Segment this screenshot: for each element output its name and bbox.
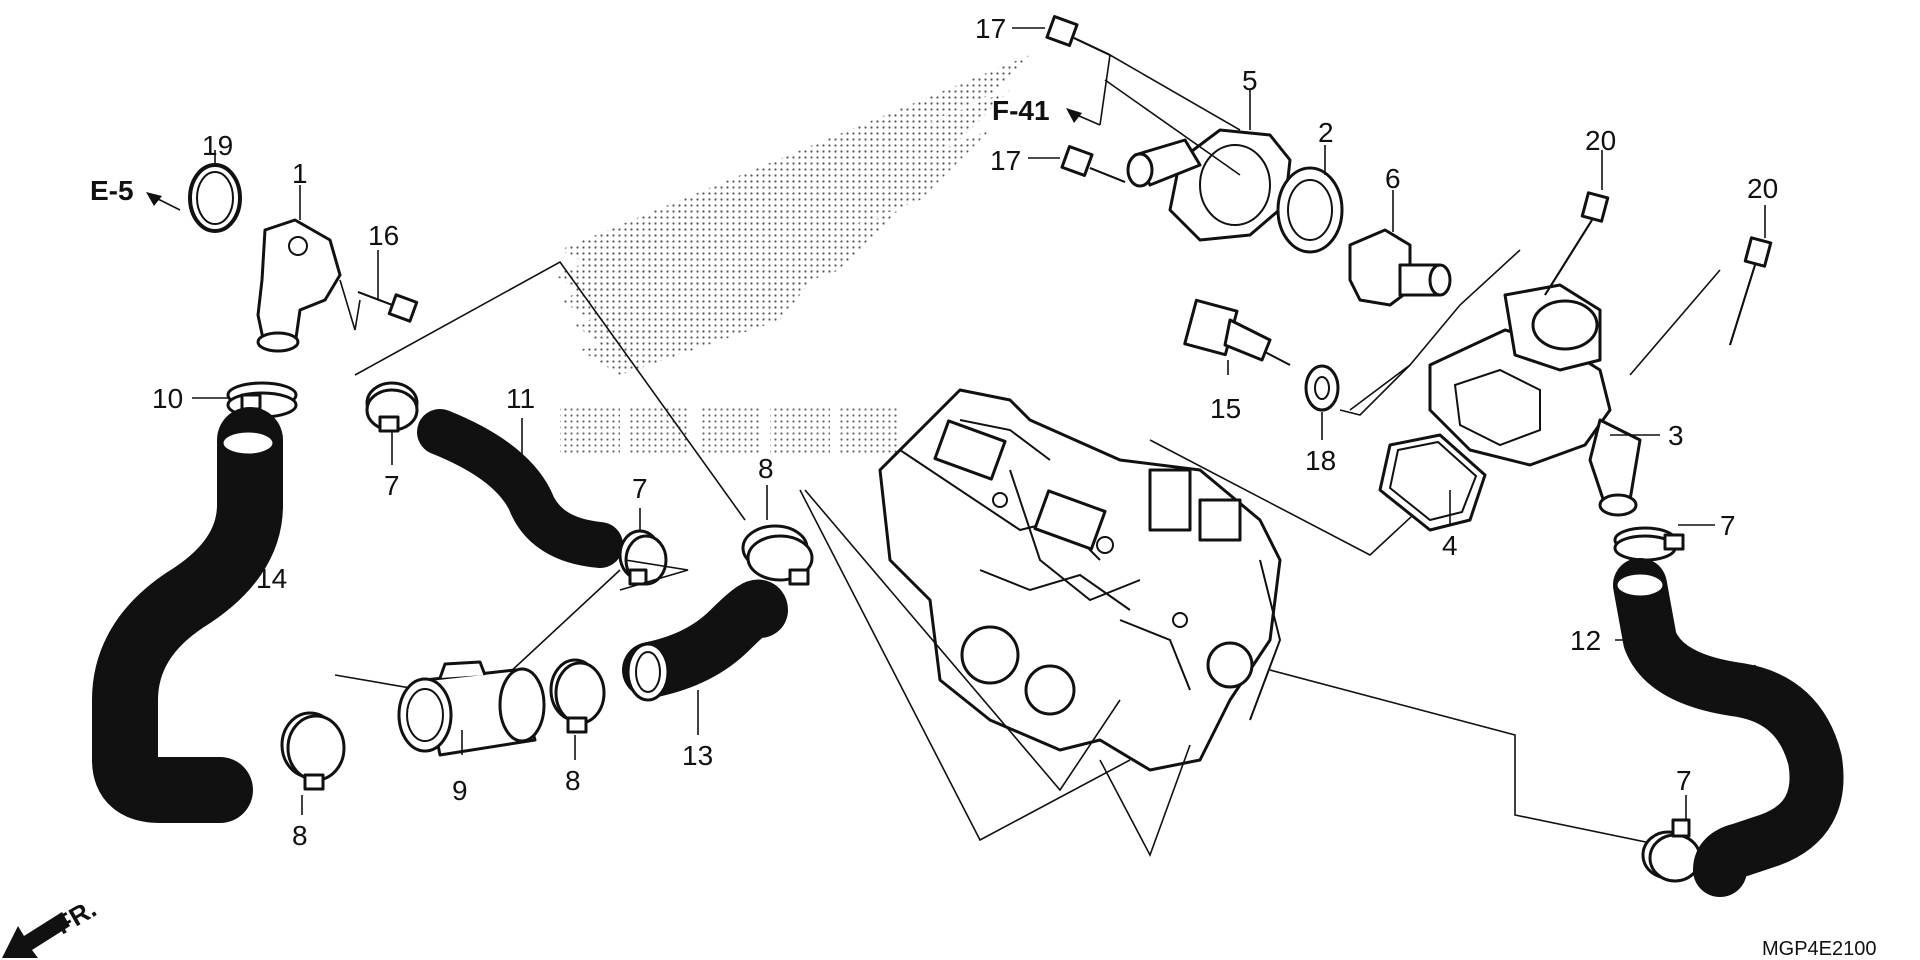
water-pipe-joint — [256, 218, 342, 353]
callout-5: 5 — [1242, 65, 1258, 96]
sealing-washer — [1304, 364, 1340, 412]
callout-11: 11 — [506, 383, 535, 414]
callout-8b: 8 — [292, 820, 308, 851]
callout-20a: 20 — [1585, 125, 1616, 156]
water-pipe-9 — [397, 660, 546, 757]
callout-13: 13 — [682, 740, 713, 771]
temperature-sensor — [1183, 298, 1291, 366]
water-hose-13 — [622, 579, 788, 702]
diagram-code: MGP4E2100 — [1762, 938, 1877, 960]
callout-10: 10 — [152, 383, 183, 414]
callout-9: 9 — [452, 775, 468, 806]
hose-clamp-7c — [1613, 526, 1685, 562]
callout-7c: 7 — [1720, 510, 1736, 541]
reference-arrow-e5 — [146, 192, 181, 211]
bolt-20a — [1544, 191, 1610, 296]
bolt-20b — [1729, 236, 1773, 346]
callout-19: 19 — [202, 130, 233, 161]
water-hose-12 — [1613, 558, 1844, 897]
housing-gasket — [1378, 433, 1487, 532]
callout-8c: 8 — [565, 765, 581, 796]
callout-7d: 7 — [1676, 765, 1692, 796]
thermostat-housing — [1428, 283, 1642, 517]
callout-12: 12 — [1570, 625, 1601, 656]
thermostat-cover — [1126, 128, 1292, 242]
bolt-16 — [357, 291, 419, 323]
callout-2: 2 — [1318, 117, 1334, 148]
reference-label-f41: F-41 — [992, 95, 1050, 126]
callout-16: 16 — [368, 220, 399, 251]
honda-wordmark-watermark — [560, 405, 900, 455]
callout-15: 15 — [1210, 393, 1241, 424]
hose-clamp-7a — [365, 381, 419, 433]
reference-arrow-f41 — [1066, 54, 1111, 126]
water-hose-14 — [92, 407, 283, 823]
callout-14: 14 — [256, 563, 287, 594]
bolt-17a — [1045, 15, 1111, 56]
callout-17a: 17 — [975, 13, 1006, 44]
callout-20b: 20 — [1747, 173, 1778, 204]
callout-6: 6 — [1385, 163, 1401, 194]
callout-4: 4 — [1442, 530, 1458, 561]
reference-label-e5: E-5 — [90, 175, 134, 206]
hose-clamp-7b — [618, 529, 668, 586]
assembly-leaders — [334, 249, 1721, 857]
callout-leaders — [189, 27, 1766, 820]
engine-block — [878, 388, 1282, 772]
callout-1: 1 — [292, 158, 308, 189]
honda-wing-watermark — [555, 55, 1030, 455]
callout-18: 18 — [1305, 445, 1336, 476]
thermostat — [1348, 228, 1452, 307]
hose-clamp-8a — [741, 524, 814, 586]
hose-clamp-8b — [280, 711, 346, 791]
callout-7a: 7 — [384, 470, 400, 501]
water-hose-11 — [417, 409, 623, 568]
callout-7b: 7 — [632, 473, 648, 504]
thermostat-seal — [1276, 166, 1344, 254]
callout-3: 3 — [1668, 420, 1684, 451]
callout-8a: 8 — [758, 453, 774, 484]
callout-17b: 17 — [990, 145, 1021, 176]
hose-clamp-7d — [1641, 818, 1702, 883]
hose-clamp-8c — [549, 658, 606, 734]
bolt-17b — [1060, 145, 1126, 183]
front-arrow — [2, 912, 70, 958]
